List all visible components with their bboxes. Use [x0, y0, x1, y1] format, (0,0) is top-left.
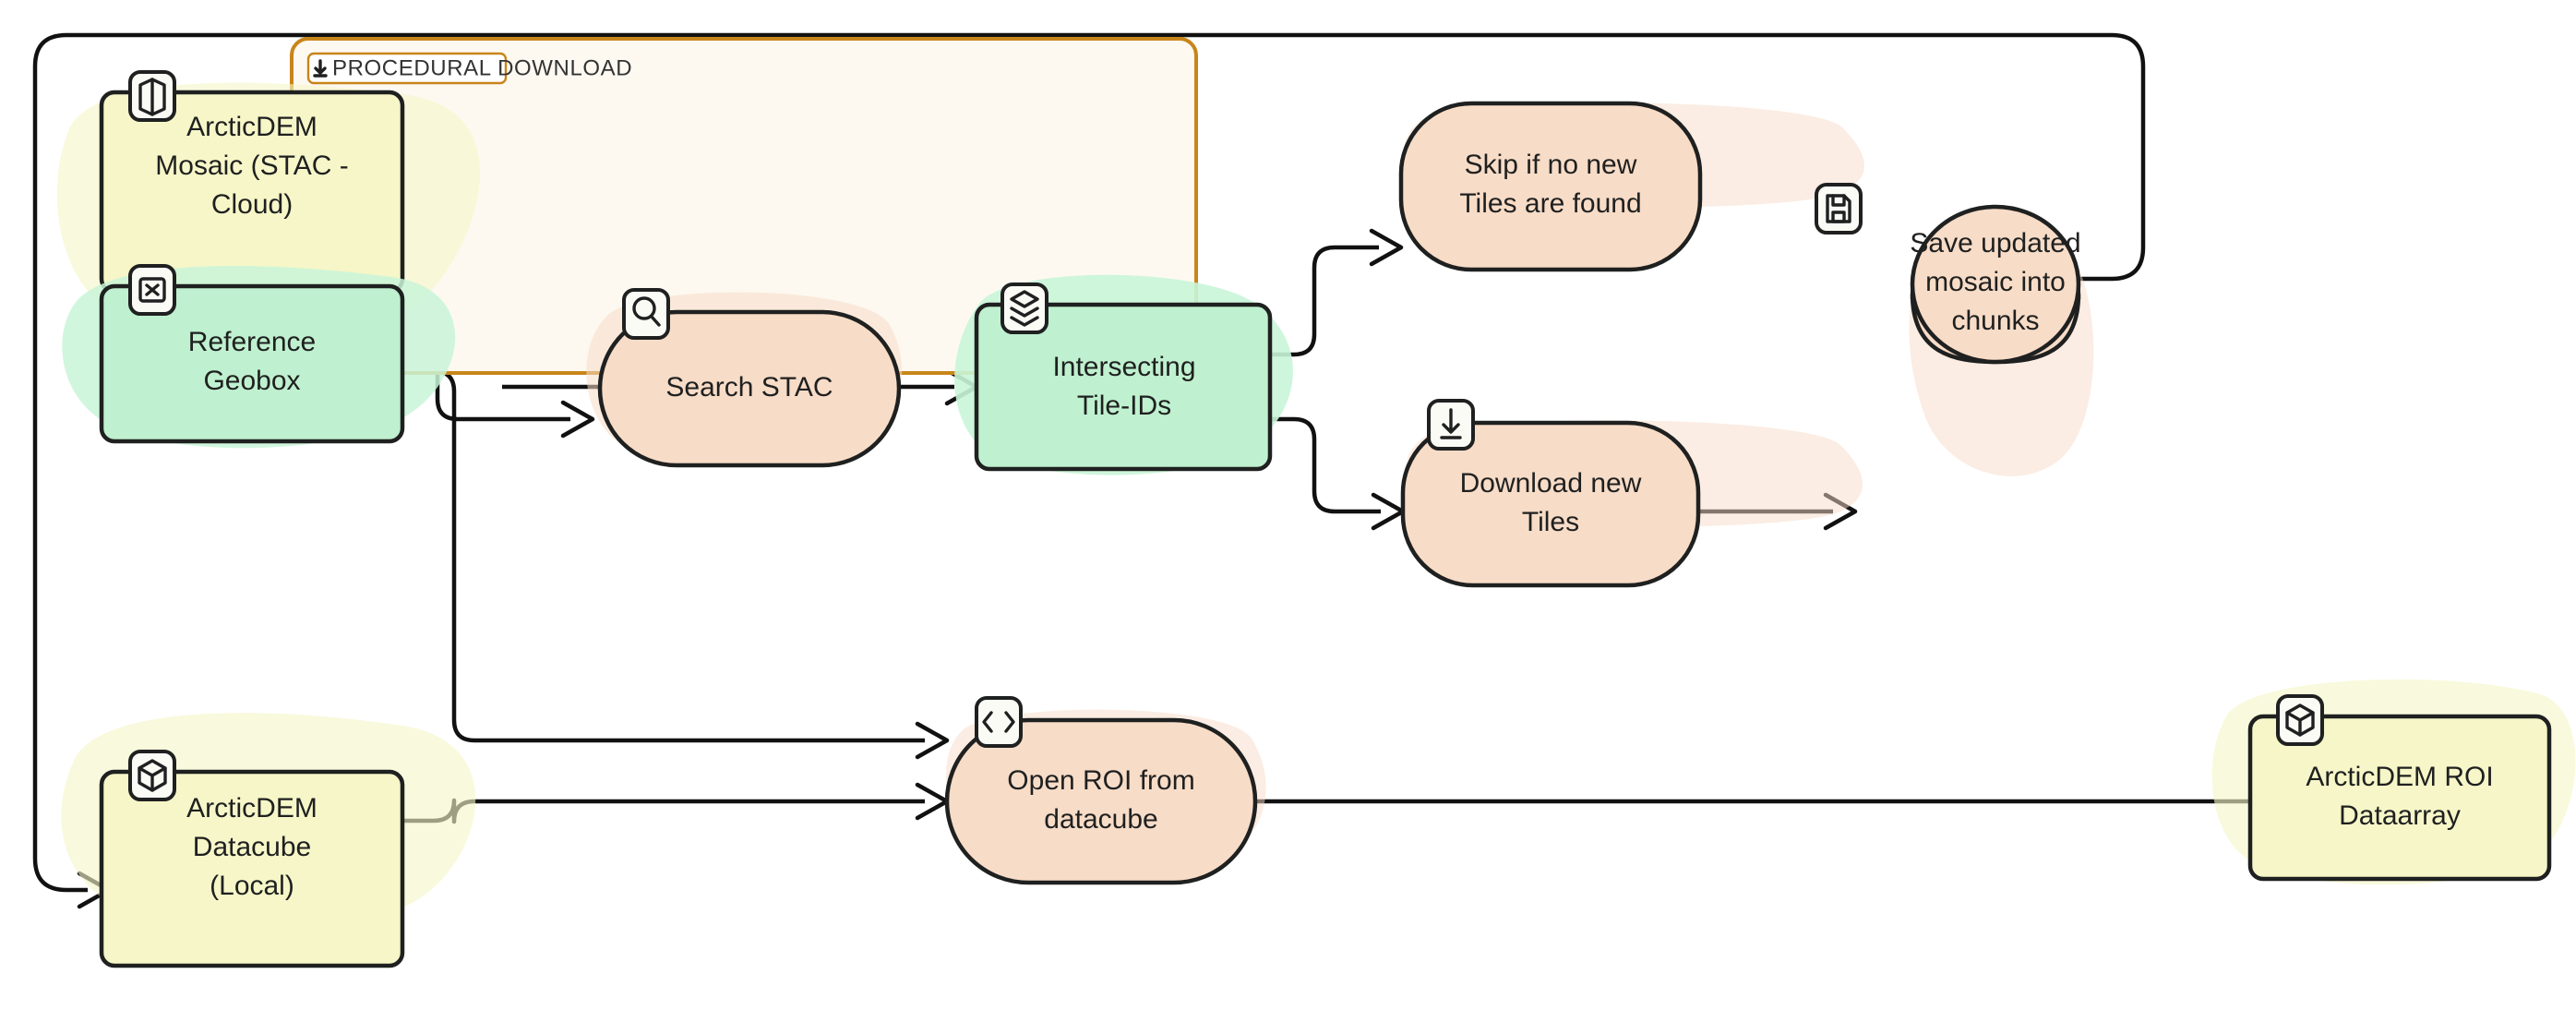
subgraph-label-procedural-download[interactable]: PROCEDURAL DOWNLOAD	[306, 52, 632, 85]
node-label-line-0: ArcticDEM ROI	[2306, 762, 2493, 792]
code-icon	[975, 696, 1023, 748]
node-save-updated-mosaic[interactable]: Save updated mosaic into chunks	[1815, 183, 2094, 476]
node-label-line-2: (Local)	[210, 871, 294, 901]
node-skip-if-no-new-tiles[interactable]: Skip if no new Tiles are found	[1398, 101, 1865, 272]
cube-icon	[128, 750, 176, 801]
download-icon	[313, 59, 328, 78]
node-label-line-0: ArcticDEM	[186, 793, 318, 824]
node-label-line-1: Tiles	[1522, 507, 1579, 537]
node-body	[974, 302, 1273, 472]
node-label-line-0: Save updated	[1910, 228, 2080, 258]
node-label-line-0: Search STAC	[665, 372, 833, 403]
node-label-line-0: Skip if no new	[1465, 150, 1637, 180]
subgraph-label-text: PROCEDURAL DOWNLOAD	[332, 55, 632, 80]
node-body	[597, 309, 902, 468]
download-icon	[1427, 399, 1475, 451]
node-body	[99, 769, 405, 968]
node-body	[1398, 101, 1703, 272]
node-body-ellipse	[1910, 204, 2081, 365]
node-open-roi-from-datacube[interactable]: Open ROI from datacube	[944, 696, 1266, 885]
node-label-line-1: Tile-IDs	[1077, 391, 1171, 421]
node-label-line-0: Intersecting	[1052, 352, 1195, 382]
node-label-line-0: Open ROI from	[1007, 765, 1194, 796]
node-arcticdem-datacube-local[interactable]: ArcticDEM Datacube (Local)	[61, 713, 476, 968]
node-label-line-2: chunks	[1951, 306, 2039, 336]
node-label-line-1: Geobox	[203, 366, 300, 396]
subgraph-label-chip	[306, 52, 508, 85]
node-label-line-1: mosaic into	[1925, 267, 2066, 297]
search-icon	[622, 288, 670, 340]
node-label-line-0: Reference	[188, 327, 316, 357]
node-search-stac[interactable]: Search STAC	[586, 288, 903, 468]
crop-x-icon	[128, 264, 176, 316]
node-body	[2247, 714, 2552, 882]
node-body	[944, 717, 1258, 885]
node-arcticdem-roi-dataarray[interactable]: ArcticDEM ROI Dataarray	[2211, 679, 2576, 885]
node-label-line-0: Download new	[1460, 468, 1642, 499]
node-intersecting-tile-ids[interactable]: Intersecting Tile-IDs	[954, 274, 1293, 475]
node-label-line-0: ArcticDEM	[186, 112, 318, 142]
node-label-line-1: Tiles are found	[1459, 188, 1641, 219]
node-body	[99, 283, 405, 444]
save-icon	[1815, 183, 1863, 234]
node-label-line-1: Datacube	[193, 832, 311, 862]
map-icon	[128, 70, 176, 122]
node-label-line-1: datacube	[1044, 804, 1157, 835]
node-download-new-tiles[interactable]: Download new Tiles	[1400, 399, 1863, 588]
node-label-line-1: Dataarray	[2339, 800, 2461, 831]
node-reference-geobox[interactable]: Reference Geobox	[62, 264, 456, 449]
node-body	[1400, 420, 1701, 588]
node-label-line-1: Mosaic (STAC -	[155, 150, 348, 181]
node-label-line-2: Cloud)	[211, 189, 293, 220]
cube-icon	[2276, 694, 2324, 746]
edge-tileids-to-skip	[1270, 228, 1404, 357]
layers-icon	[1000, 283, 1048, 334]
